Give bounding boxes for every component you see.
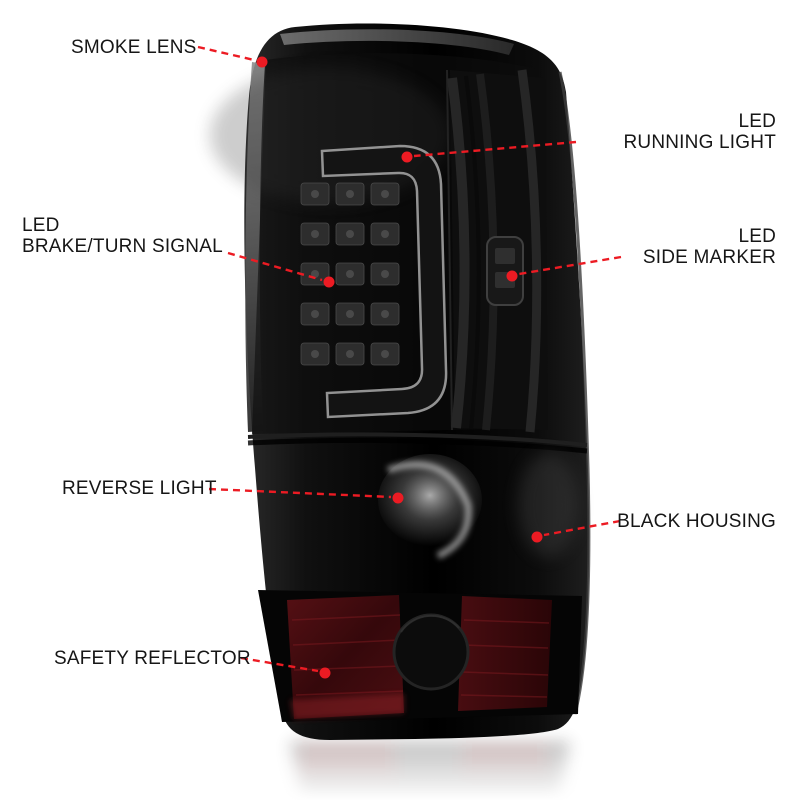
callout-dot-led-side-marker [506, 270, 518, 282]
lens-left-edge [245, 62, 265, 432]
callout-label: BLACK HOUSING [617, 511, 776, 532]
callout-label: LED [738, 111, 776, 132]
leader-line-led-side-marker [518, 255, 622, 276]
housing-ribs [447, 69, 548, 433]
callout-label: RUNNING LIGHT [623, 132, 776, 153]
top-rim-highlight [280, 29, 514, 55]
callout-label: BRAKE/TURN SIGNAL [22, 236, 223, 257]
callout-label: LED [738, 226, 776, 247]
callout-label: SAFETY REFLECTOR [54, 648, 251, 669]
table-reflection [290, 742, 570, 800]
callout-label: SIDE MARKER [642, 247, 776, 268]
callout-smoke-lens: SMOKE LENS [71, 37, 197, 58]
callout-label: REVERSE LIGHT [62, 478, 217, 499]
reflection-fade [220, 740, 620, 800]
side-marker [486, 236, 524, 306]
reflector-section [258, 590, 582, 722]
callout-dot-smoke-lens [256, 56, 268, 68]
leader-line-led-running-light [413, 140, 577, 158]
safety-reflector-right [458, 596, 552, 711]
right-rim-highlight [558, 71, 591, 715]
safety-reflector-left [287, 595, 404, 719]
led-light-bar [320, 144, 448, 419]
smoke-lens-area [210, 53, 548, 435]
taillight-housing [244, 23, 591, 741]
leader-line-smoke-lens [197, 45, 255, 62]
housing-seam [247, 432, 588, 454]
callout-label: SMOKE LENS [71, 37, 197, 58]
callout-led-brake-turn-signal: LED BRAKE/TURN SIGNAL [22, 215, 223, 257]
callout-dot-led-running-light [401, 151, 413, 163]
leader-line-black-housing [543, 519, 621, 537]
callout-safety-reflector: SAFETY REFLECTOR [54, 648, 251, 669]
led-modules [300, 182, 400, 366]
callout-dot-led-brake-turn-signal [323, 276, 335, 288]
leader-line-reverse-light [208, 487, 392, 499]
callout-led-side-marker: LED SIDE MARKER [643, 226, 776, 268]
callout-reverse-light: REVERSE LIGHT [62, 478, 217, 499]
leader-line-safety-reflector [240, 656, 319, 673]
callout-dot-black-housing [531, 531, 543, 543]
callout-dot-safety-reflector [319, 667, 331, 679]
callout-black-housing: BLACK HOUSING [617, 511, 776, 532]
reverse-light-area [378, 453, 578, 560]
callout-led-running-light: LED RUNNING LIGHT [624, 111, 777, 153]
callout-label: LED [22, 215, 60, 236]
callout-dot-reverse-light [392, 492, 404, 504]
leader-line-led-brake-turn-signal [227, 251, 323, 282]
center-plug [392, 613, 470, 691]
